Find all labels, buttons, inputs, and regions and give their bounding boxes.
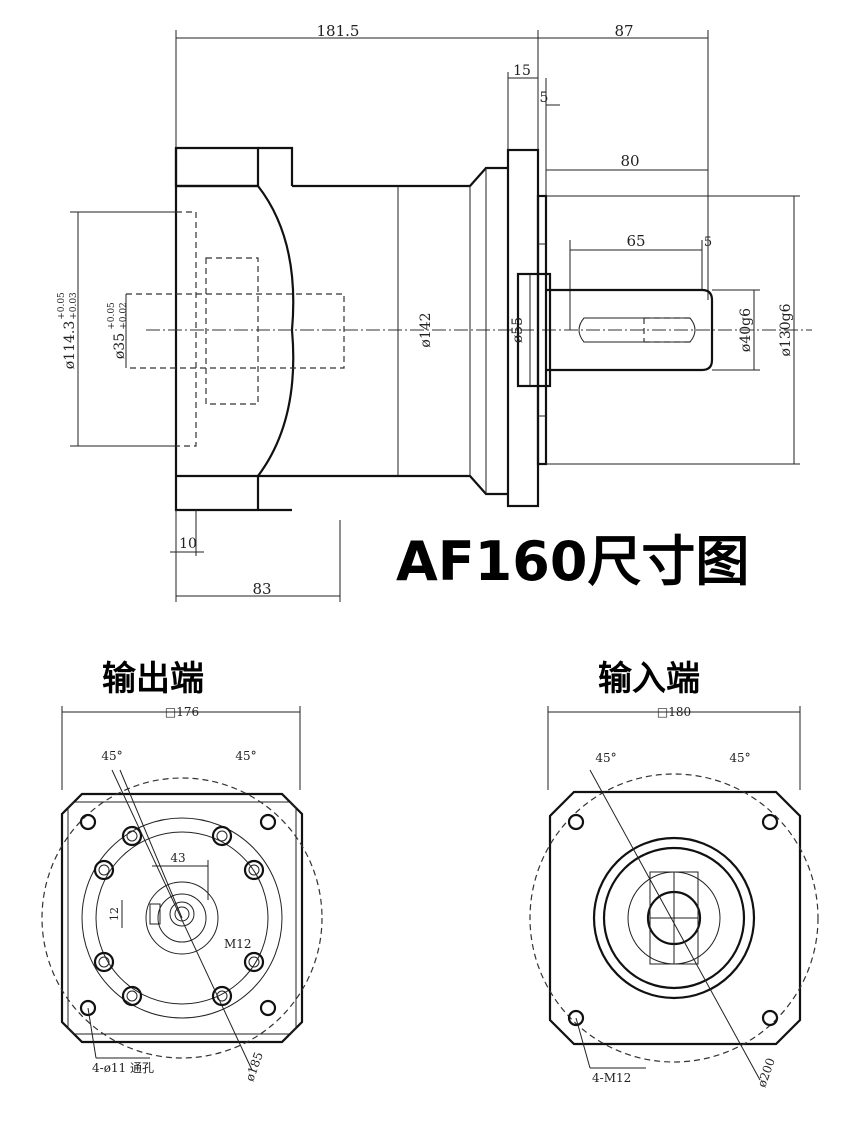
output-dim-12: 12 bbox=[108, 907, 121, 921]
dim-35: ø35 bbox=[112, 333, 128, 359]
input-end-view: 输入端 □180 45° 45° 4-M12 ø200 bbox=[529, 659, 819, 1089]
output-end-view: 输出端 □176 43 12 M12 bbox=[41, 659, 323, 1083]
dim-5-top: 5 bbox=[540, 90, 549, 106]
output-angle-left: 45° bbox=[101, 749, 122, 763]
input-end-label: 输入端 bbox=[598, 659, 700, 699]
dim-5-key: 5 bbox=[704, 235, 712, 250]
output-end-label: 输出端 bbox=[102, 659, 204, 699]
output-dim-43: 43 bbox=[170, 851, 185, 865]
output-angle-right: 45° bbox=[235, 749, 256, 763]
dim-114: ø114.3 bbox=[62, 321, 78, 370]
input-pcd: ø200 bbox=[755, 1056, 778, 1089]
input-angle-right: 45° bbox=[729, 751, 750, 765]
dim-114-tol-up: +0.05 bbox=[57, 292, 67, 320]
input-holes: 4-M12 bbox=[592, 1071, 631, 1085]
dim-35-tol-dn: +0.02 bbox=[119, 302, 129, 330]
dim-10: 10 bbox=[179, 536, 197, 552]
dim-87: 87 bbox=[614, 22, 633, 40]
drawing-title: AF160尺寸图 bbox=[396, 530, 749, 593]
output-thread: M12 bbox=[224, 937, 252, 951]
dim-55: ø55 bbox=[510, 317, 526, 343]
dim-114-tol-dn: +0.03 bbox=[69, 292, 79, 320]
dim-83: 83 bbox=[252, 580, 271, 598]
side-view: 181.5 87 15 5 80 65 5 ø114.3 +0.05 +0.03… bbox=[57, 22, 812, 602]
dim-35-tol-up: +0.05 bbox=[107, 302, 117, 330]
input-dim-180: □180 bbox=[657, 705, 691, 719]
dim-181-5: 181.5 bbox=[317, 22, 360, 40]
dim-130g6: ø130g6 bbox=[778, 303, 794, 356]
output-dim-176: □176 bbox=[165, 705, 199, 719]
dim-142: ø142 bbox=[418, 312, 434, 347]
dim-80: 80 bbox=[620, 152, 639, 170]
dim-15: 15 bbox=[513, 63, 531, 79]
dim-40g6: ø40g6 bbox=[738, 308, 754, 352]
output-holes: 4-ø11 通孔 bbox=[92, 1061, 154, 1075]
output-pcd: ø185 bbox=[243, 1050, 266, 1083]
input-bolt-holes bbox=[567, 813, 779, 1027]
input-angle-left: 45° bbox=[595, 751, 616, 765]
dim-65: 65 bbox=[626, 232, 645, 250]
